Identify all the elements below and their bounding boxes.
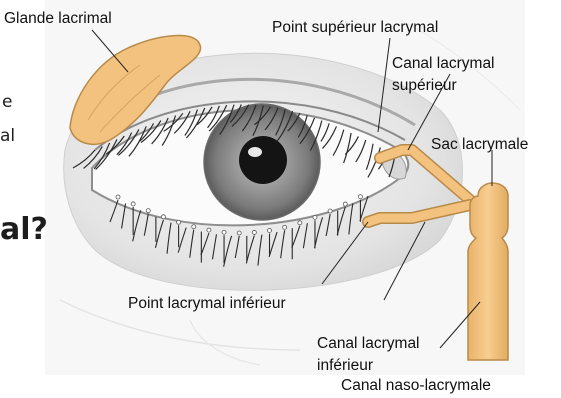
fragment-e: e xyxy=(2,92,12,112)
label-point-inferieur: Point lacrymal inférieur xyxy=(128,295,286,313)
label-canal-superieur-line1: Canal lacrymal xyxy=(392,55,495,73)
label-glande-lacrimal: Glande lacrimal xyxy=(4,10,112,28)
label-sac-lacrymale: Sac lacrymale xyxy=(431,136,528,154)
label-canal-naso-lacrymale: Canal naso-lacrymale xyxy=(341,377,491,395)
label-canal-inferieur-line2: inférieur xyxy=(317,357,373,375)
label-canal-inferieur-line1: Canal lacrymal xyxy=(317,335,420,353)
label-point-superieur: Point supérieur lacrymal xyxy=(272,19,438,37)
fragment-al: al xyxy=(0,126,15,146)
label-canal-superieur-line2: supérieur xyxy=(392,77,457,95)
fragment-question: al? xyxy=(0,212,48,247)
pupil xyxy=(239,136,287,184)
nasolacrimal-duct xyxy=(468,183,508,360)
